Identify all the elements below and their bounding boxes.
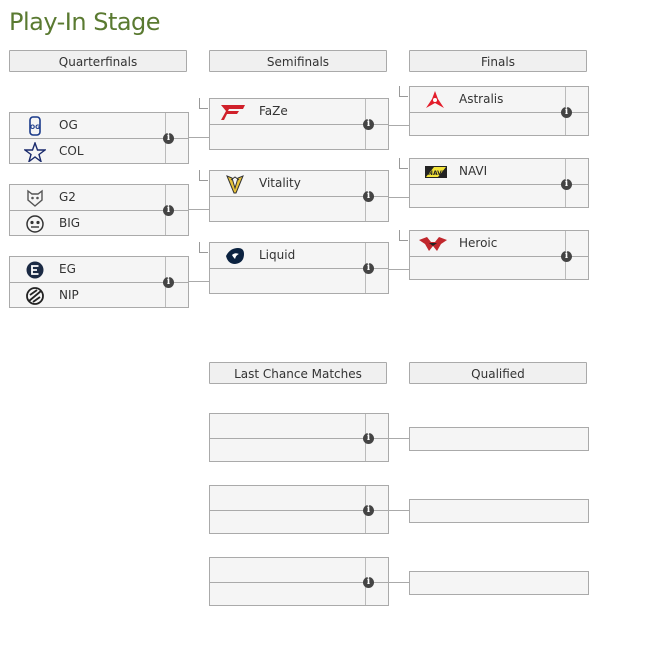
team-row[interactable]	[410, 185, 566, 210]
team-name: COL	[59, 144, 84, 158]
team-row[interactable]	[210, 197, 366, 222]
team-name: Liquid	[259, 248, 296, 262]
og-logo-icon: OG	[29, 116, 41, 136]
team-name: G2	[59, 190, 76, 204]
match-last-chance-2[interactable]: i	[209, 485, 389, 534]
svg-text:NAVI: NAVI	[428, 170, 444, 177]
match-sf-1[interactable]: FaZe i	[209, 98, 389, 150]
faze-logo-icon	[221, 105, 245, 120]
match-info-icon[interactable]: i	[561, 179, 572, 190]
team-name: Astralis	[459, 92, 504, 106]
header-qualified: Qualified	[409, 362, 587, 384]
match-sf-2[interactable]: Vitality i	[209, 170, 389, 222]
match-info-icon[interactable]: i	[163, 205, 174, 216]
team-name: NIP	[59, 288, 79, 302]
team-row[interactable]: COL	[10, 139, 166, 164]
g2-logo-icon	[27, 189, 43, 207]
match-info-icon[interactable]: i	[163, 133, 174, 144]
match-info-icon[interactable]: i	[363, 263, 374, 274]
match-info-icon[interactable]: i	[561, 251, 572, 262]
header-quarterfinals: Quarterfinals	[9, 50, 187, 72]
col-star-icon	[24, 142, 46, 162]
heroic-logo-icon	[419, 237, 447, 251]
team-row[interactable]: NIP	[10, 283, 166, 308]
team-row[interactable]: BIG	[10, 211, 166, 236]
team-row[interactable]	[210, 125, 366, 150]
team-row[interactable]: Astralis	[410, 87, 566, 112]
match-final-1[interactable]: Astralis i	[409, 86, 589, 136]
match-info-icon[interactable]: i	[363, 119, 374, 130]
match-info-icon[interactable]: i	[363, 433, 374, 444]
qualified-slot	[409, 499, 589, 523]
team-row[interactable]: NAVI NAVI	[410, 159, 566, 184]
team-row[interactable]: Liquid	[210, 243, 366, 268]
match-qf-1[interactable]: OG OG COL i	[9, 112, 189, 164]
match-info-icon[interactable]: i	[363, 191, 374, 202]
match-final-3[interactable]: Heroic i	[409, 230, 589, 280]
team-name: BIG	[59, 216, 81, 230]
team-row[interactable]: OG OG	[10, 113, 166, 138]
team-name: EG	[59, 262, 76, 276]
match-info-icon[interactable]: i	[363, 505, 374, 516]
header-finals: Finals	[409, 50, 587, 72]
match-info-icon[interactable]: i	[163, 277, 174, 288]
team-row[interactable]: FaZe	[210, 99, 366, 124]
team-name: OG	[59, 118, 78, 132]
team-name: FaZe	[259, 104, 288, 118]
qualified-slot	[409, 427, 589, 451]
team-row[interactable]	[410, 257, 566, 282]
match-sf-3[interactable]: Liquid i	[209, 242, 389, 294]
big-logo-icon	[26, 215, 44, 233]
match-last-chance-3[interactable]: i	[209, 557, 389, 606]
liquid-logo-icon	[226, 248, 244, 264]
eg-logo-icon	[26, 261, 44, 279]
match-last-chance-1[interactable]: i	[209, 413, 389, 462]
team-row[interactable]: Heroic	[410, 231, 566, 256]
astralis-logo-icon	[426, 91, 444, 108]
qualified-slot	[409, 571, 589, 595]
header-last-chance: Last Chance Matches	[209, 362, 387, 384]
nip-logo-icon	[26, 287, 44, 305]
match-info-icon[interactable]: i	[363, 577, 374, 588]
vitality-logo-icon	[226, 175, 244, 194]
svg-text:OG: OG	[30, 124, 40, 131]
team-name: NAVI	[459, 164, 488, 178]
team-row[interactable]: G2	[10, 185, 166, 210]
match-final-2[interactable]: NAVI NAVI i	[409, 158, 589, 208]
header-semifinals: Semifinals	[209, 50, 387, 72]
team-row[interactable]	[210, 269, 366, 294]
page-title: Play-In Stage	[9, 8, 161, 36]
team-row[interactable]: Vitality	[210, 171, 366, 196]
team-row[interactable]: EG	[10, 257, 166, 282]
team-row[interactable]	[410, 113, 566, 138]
team-name: Vitality	[259, 176, 301, 190]
match-qf-2[interactable]: G2 BIG i	[9, 184, 189, 236]
match-qf-3[interactable]: EG NIP i	[9, 256, 189, 308]
team-name: Heroic	[459, 236, 498, 250]
navi-logo-icon: NAVI	[425, 166, 447, 178]
match-info-icon[interactable]: i	[561, 107, 572, 118]
